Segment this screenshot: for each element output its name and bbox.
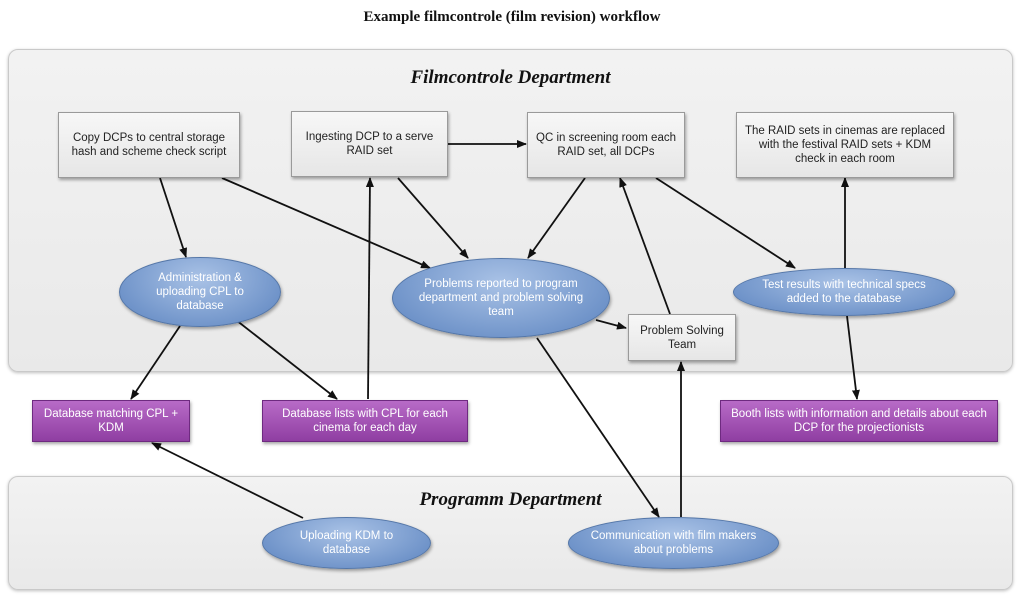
node-problems-reported: Problems reported to program department … <box>392 258 610 338</box>
arrow-copy-to-admin <box>159 177 187 258</box>
node-copy-dcps: Copy DCPs to central storage hash and sc… <box>58 112 240 178</box>
arrow-admin-to-db-matching <box>130 325 181 400</box>
arrow-qc-to-test-results <box>655 177 796 269</box>
arrow-team-to-qc <box>619 177 671 315</box>
node-test-results: Test results with technical specs added … <box>733 268 955 316</box>
node-database-matching: Database matching CPL + KDM <box>32 400 190 442</box>
arrow-copy-to-problems <box>221 177 431 269</box>
programm-department-panel: Programm Department <box>8 476 1013 590</box>
arrow-kdm-to-db-matching <box>151 442 304 519</box>
node-communication: Communication with film makers about pro… <box>568 517 779 569</box>
filmcontrole-department-title: Filmcontrole Department <box>410 67 611 88</box>
arrow-problems-to-communication <box>536 337 660 518</box>
programm-department-title: Programm Department <box>419 489 602 510</box>
node-booth-lists: Booth lists with information and details… <box>720 400 998 442</box>
node-raid-sets-replaced: The RAID sets in cinemas are replaced wi… <box>736 112 954 178</box>
node-qc-screening: QC in screening room each RAID set, all … <box>527 112 685 178</box>
arrow-qc-to-problems <box>527 177 586 259</box>
arrow-test-results-to-booth <box>846 315 860 400</box>
arrow-problems-to-team <box>595 319 627 330</box>
node-database-lists: Database lists with CPL for each cinema … <box>262 400 468 442</box>
diagram-title: Example filmcontrole (film revision) wor… <box>363 9 661 25</box>
node-problem-solving-team: Problem Solving Team <box>628 314 736 361</box>
arrow-db-lists-to-ingesting <box>365 177 374 400</box>
node-administration: Administration & uploading CPL to databa… <box>119 257 281 327</box>
arrow-ingesting-to-problems <box>397 177 469 259</box>
arrow-admin-to-db-lists <box>235 319 338 400</box>
node-uploading-kdm: Uploading KDM to database <box>262 517 431 569</box>
node-ingesting-dcp: Ingesting DCP to a serve RAID set <box>291 111 448 177</box>
